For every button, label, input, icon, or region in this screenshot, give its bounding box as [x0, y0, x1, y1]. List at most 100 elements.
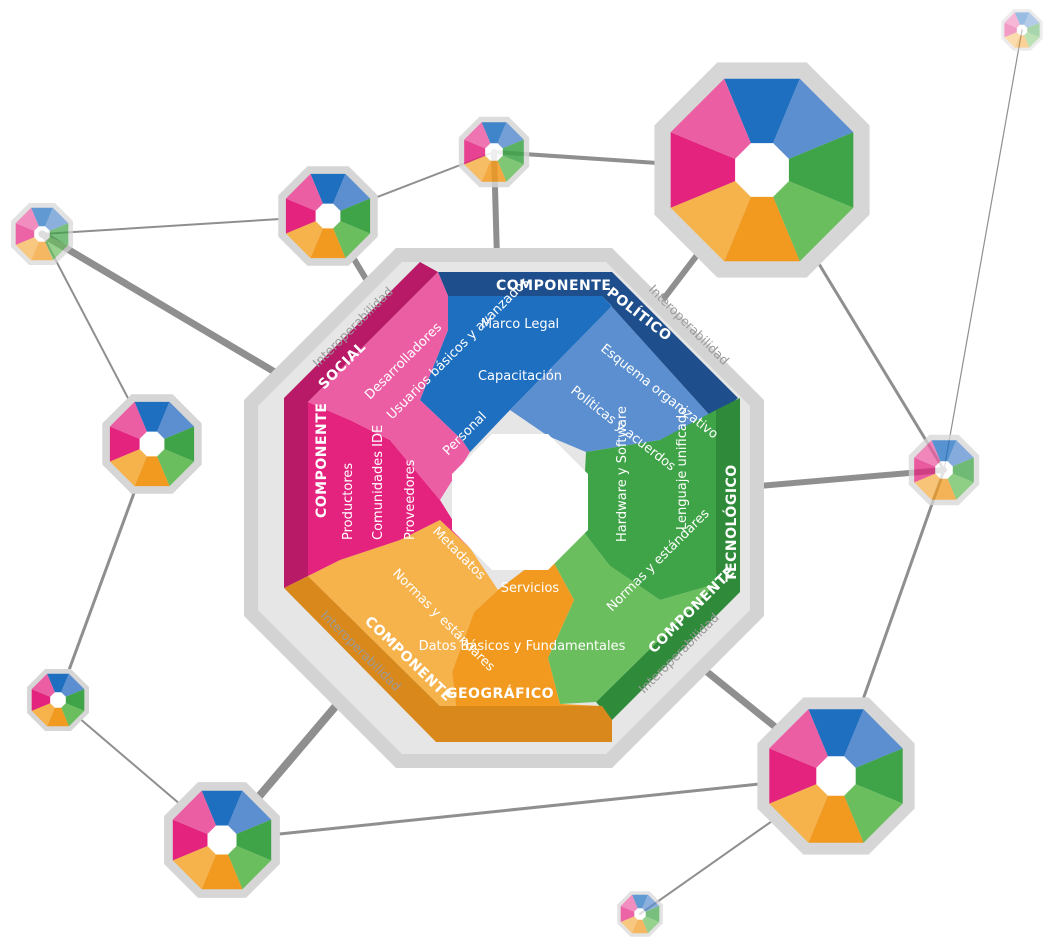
satellite-wedge: [836, 776, 903, 843]
satellite-wedge: [620, 906, 640, 922]
satellite-wedge: [769, 748, 836, 804]
item-hardware-software: Hardware y Software: [615, 406, 630, 542]
satellite-node: [278, 166, 378, 266]
satellite-node: [102, 394, 202, 494]
segment-social-light: [308, 272, 470, 500]
satellite-hole: [935, 461, 953, 479]
satellite-wedge: [285, 216, 328, 259]
satellite-wedge: [172, 819, 222, 861]
segment-geografico: [452, 552, 602, 706]
satellite-hole: [485, 143, 503, 161]
satellite-wedge: [31, 700, 58, 727]
satellite-wedge: [201, 790, 243, 840]
satellite-wedge: [47, 673, 69, 700]
satellite-node: [11, 203, 73, 265]
satellite-node: [1001, 9, 1043, 51]
satellite-node: [164, 782, 280, 898]
item-productores: Productores: [341, 463, 356, 540]
satellite-wedge: [222, 840, 272, 890]
satellite-node: [458, 116, 530, 188]
band-politico: [438, 272, 738, 420]
satellite-wedge: [931, 440, 957, 470]
satellite-wedge: [328, 173, 371, 216]
satellite-wedge: [134, 444, 170, 487]
satellite-wedge: [762, 78, 854, 170]
satellite-hole: [816, 756, 856, 796]
band-social: [284, 262, 438, 588]
item-capacitacion: Capacitación: [478, 369, 562, 384]
item-proveedores: Proveedores: [403, 459, 418, 540]
band-tecnologico: [596, 398, 740, 720]
satellite-wedge: [944, 470, 974, 500]
satellite-hole: [1016, 24, 1028, 36]
satellite-wedge: [762, 170, 854, 262]
satellite-wedge: [464, 152, 494, 182]
satellite-wedge: [1014, 30, 1030, 48]
satellite-wedge: [464, 139, 494, 165]
satellite-wedge: [632, 894, 648, 914]
satellite-wedge: [58, 673, 85, 700]
satellite-wedge: [640, 894, 660, 914]
satellite-wedge: [172, 790, 222, 840]
satellite-wedge: [931, 470, 957, 500]
satellite-wedge: [1004, 30, 1022, 48]
satellite-wedge: [15, 223, 42, 245]
item-lenguaje-unificado: Lenguaje unificado: [675, 407, 690, 530]
satellite-wedge: [31, 207, 53, 234]
satellite-hole: [207, 825, 237, 855]
satellite-wedge: [152, 401, 195, 444]
satellite-wedge: [914, 457, 944, 483]
satellite-wedge: [944, 440, 974, 470]
satellite-hole: [634, 908, 646, 920]
satellite-wedge: [1022, 12, 1040, 30]
satellite-wedge: [58, 689, 85, 711]
satellite-wedge: [172, 840, 222, 890]
satellite-wedge: [914, 440, 944, 470]
satellite-wedge: [620, 914, 640, 934]
satellite-wedge: [328, 198, 371, 234]
satellite-hole: [50, 692, 66, 708]
satellite-wedge: [152, 444, 195, 487]
satellite-wedge: [494, 139, 524, 165]
satellite-wedge: [769, 709, 836, 776]
satellite-wedge: [42, 223, 69, 245]
politico-band-label-1: COMPONENTE: [496, 278, 611, 294]
satellite-node: [757, 697, 915, 855]
tecnologico-band-label: TECNOLÓGICO: [722, 464, 740, 582]
satellite-wedge: [109, 401, 152, 444]
satellite-wedge: [620, 894, 640, 914]
satellite-wedge: [310, 216, 346, 259]
satellite-wedge: [640, 906, 660, 922]
satellite-wedge: [670, 170, 762, 262]
satellite-hole: [735, 143, 789, 197]
item-servicios: Servicios: [501, 581, 560, 596]
satellite-node: [617, 891, 663, 937]
segment-social: [308, 402, 470, 576]
satellite-wedge: [808, 776, 864, 843]
satellite-wedge: [914, 470, 944, 500]
central-octagon: COMPONENTE POLÍTICO TECNOLÓGICO COMPONEN…: [244, 248, 764, 768]
satellite-wedge: [1022, 30, 1040, 48]
satellite-hole: [34, 226, 50, 242]
central-hole: [452, 434, 588, 570]
satellite-nodes: [11, 9, 1043, 937]
satellite-frame: [1001, 9, 1043, 51]
satellite-wedge: [152, 426, 195, 462]
satellite-wedge: [494, 122, 524, 152]
satellite-wedge: [109, 444, 152, 487]
satellite-wedge: [58, 700, 85, 727]
satellite-wedge: [109, 426, 152, 462]
satellite-hole: [315, 203, 341, 229]
satellite-wedge: [31, 234, 53, 261]
satellite-node: [654, 62, 870, 278]
item-marco-legal: Marco Legal: [481, 317, 559, 332]
satellite-wedge: [15, 234, 42, 261]
network-link: [220, 774, 838, 842]
satellite-wedge: [481, 122, 507, 152]
satellite-wedge: [42, 234, 69, 261]
satellite-wedge: [31, 689, 58, 711]
satellite-node: [27, 669, 89, 731]
satellite-wedge: [285, 173, 328, 216]
